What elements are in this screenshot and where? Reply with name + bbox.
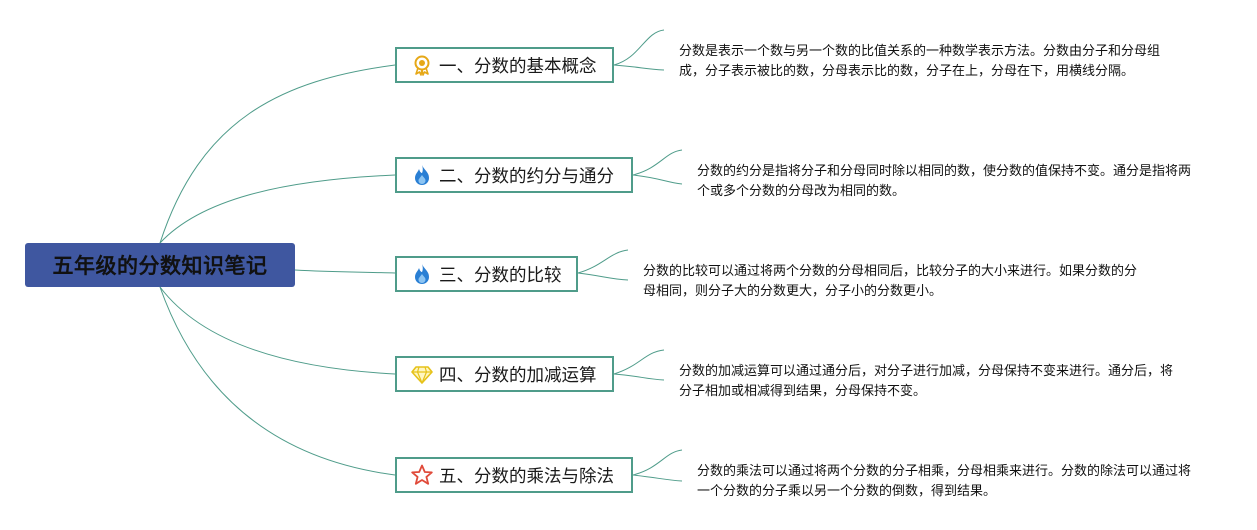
root-title: 五年级的分数知识笔记 — [52, 254, 268, 278]
connector-branch-5-note — [632, 449, 683, 482]
note-compare: 分数的比较可以通过将两个分数的分母相同后，比较分子的大小来进行。如果分数的分母相… — [643, 264, 1138, 299]
branch-basic-concept[interactable]: 一、分数的基本概念 — [395, 47, 614, 83]
connector-branch-4-note — [613, 349, 665, 381]
ribbon-medal-icon — [411, 54, 433, 76]
branch-compare[interactable]: 三、分数的比较 — [395, 256, 578, 292]
note-multiply-divide: 分数的乘法可以通过将两个分数的分子相乘，分母相乘来进行。分数的除法可以通过将一个… — [697, 464, 1192, 499]
branch-add-subtract[interactable]: 四、分数的加减运算 — [395, 356, 614, 392]
star-icon — [411, 464, 433, 486]
connector-branch-3-note — [577, 249, 629, 281]
connector-root-branch-1 — [159, 64, 396, 244]
connector-root-branch-2 — [159, 174, 396, 244]
root-node[interactable]: 五年级的分数知识笔记 — [25, 243, 295, 287]
connector-branch-2-note — [632, 149, 683, 185]
fire-icon — [411, 263, 433, 285]
branch-label: 二、分数的约分与通分 — [439, 166, 614, 187]
connector-branch-1-note — [613, 29, 665, 71]
connector-root-branch-5 — [159, 286, 396, 476]
diamond-icon — [411, 363, 433, 385]
note-basic-concept: 分数是表示一个数与另一个数的比值关系的一种数学表示方法。分数由分子和分母组成，分… — [679, 44, 1161, 79]
branch-label: 四、分数的加减运算 — [439, 365, 597, 386]
fire-icon — [411, 164, 433, 186]
connector-root-branch-4 — [159, 286, 396, 375]
note-add-subtract: 分数的加减运算可以通过通分后，对分子进行加减，分母保持不变来进行。通分后，将分子… — [679, 364, 1174, 399]
connector-root-branch-3 — [294, 269, 396, 274]
note-reduce-common-denominator: 分数的约分是指将分子和分母同时除以相同的数，使分数的值保持不变。通分是指将两个或… — [697, 164, 1192, 199]
branch-label: 三、分数的比较 — [439, 265, 562, 286]
branch-reduce-common-denominator[interactable]: 二、分数的约分与通分 — [395, 157, 633, 193]
branch-label: 一、分数的基本概念 — [439, 56, 597, 77]
branch-label: 五、分数的乘法与除法 — [439, 466, 614, 487]
branch-multiply-divide[interactable]: 五、分数的乘法与除法 — [395, 457, 633, 493]
